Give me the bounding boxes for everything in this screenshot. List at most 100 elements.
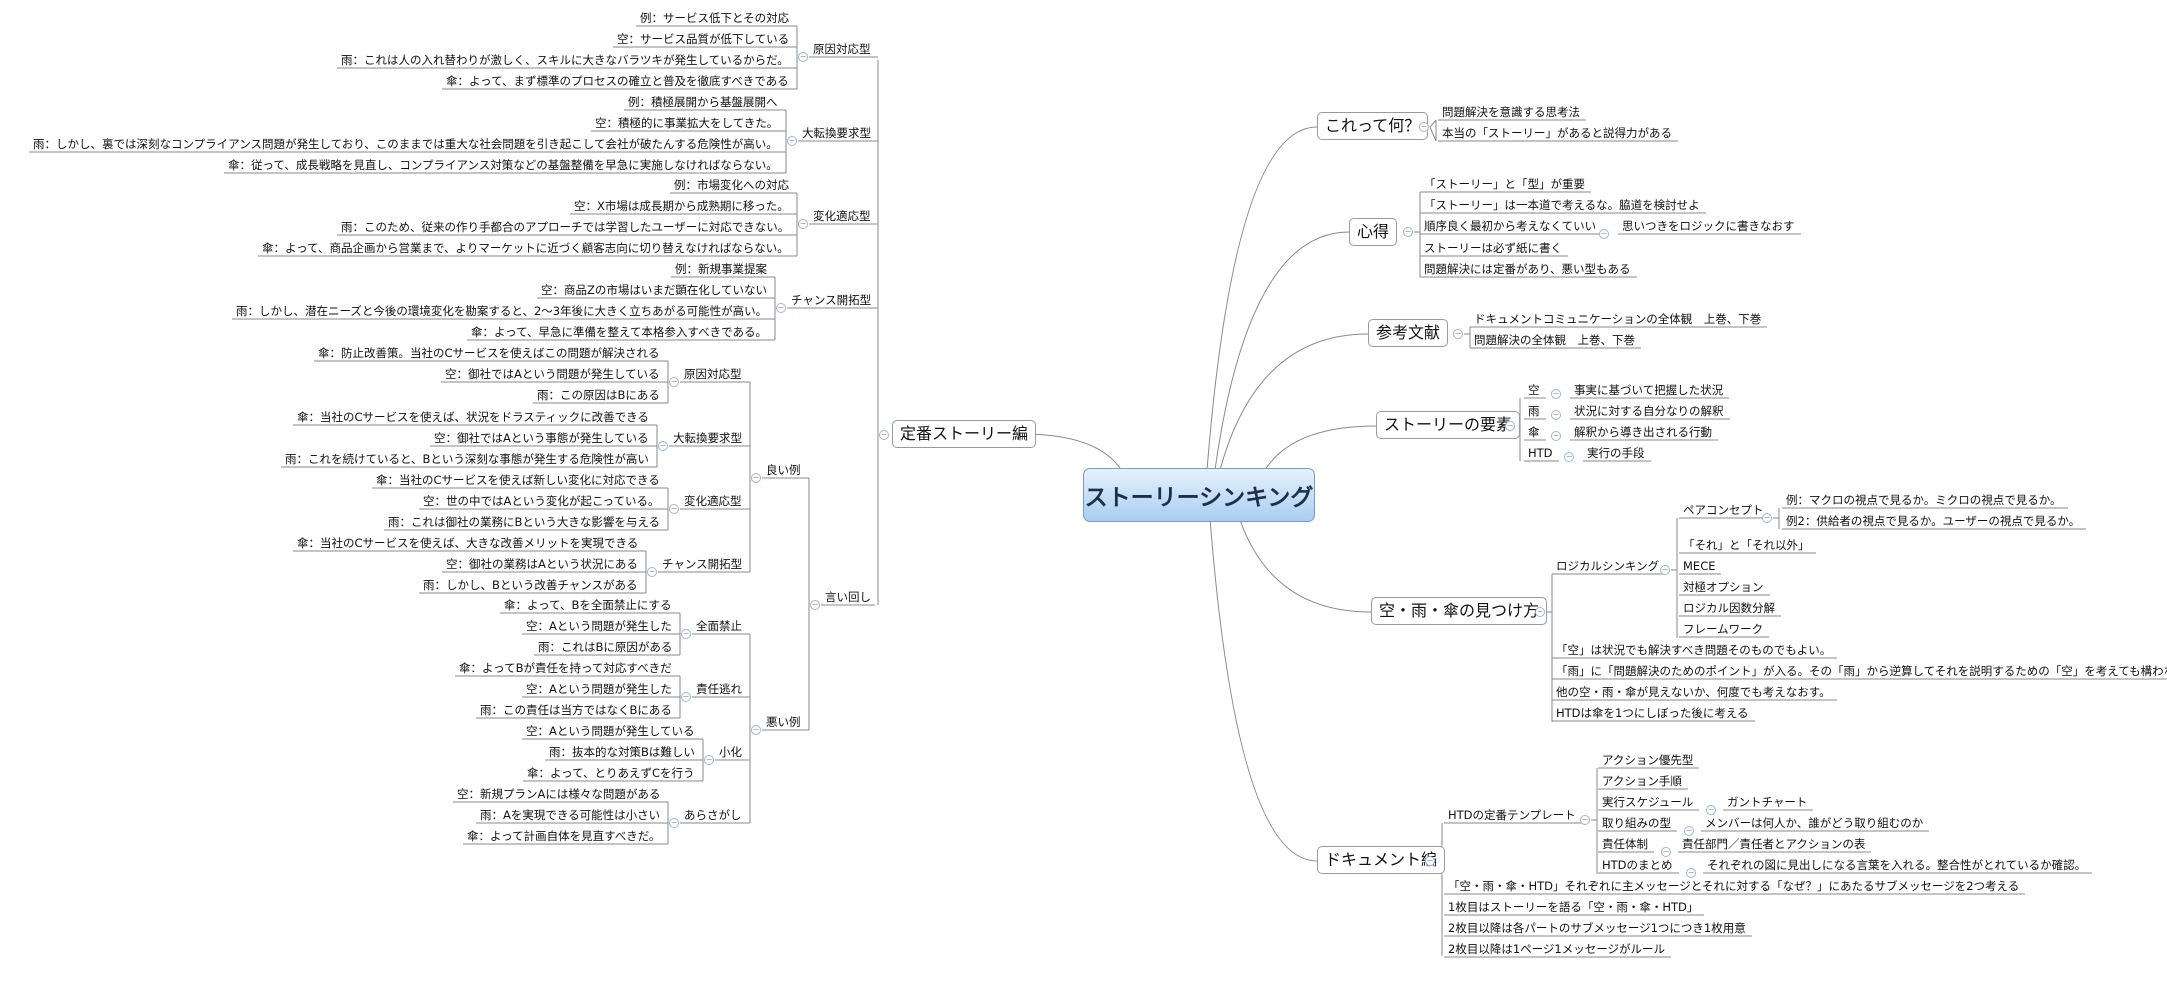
youso-value-0[interactable]: 事実に基づいて把握した状況 xyxy=(1574,383,1724,397)
teiban-type-1-item-2[interactable]: 雨：しかし、裏では深刻なコンプライアンス問題が発生しており、このままでは重大な社… xyxy=(33,137,778,151)
teiban-type-2-item-0[interactable]: 例：市場変化への対応 xyxy=(674,178,789,192)
teiban-type-0-item-0[interactable]: 例：サービス低下とその対応 xyxy=(640,11,790,25)
collapse-toggle-icon[interactable]: − xyxy=(1684,826,1694,836)
teiban-type-0-item-3[interactable]: 傘：よって、まず標準のプロセスの確立と普及を徹底すべきである xyxy=(446,74,789,88)
collapse-toggle-icon[interactable]: − xyxy=(681,692,691,702)
bad-group-0-item-1[interactable]: 空：Aという問題が発生した xyxy=(526,619,672,633)
bad-group-2-item-2[interactable]: 傘：よって、とりあえずCを行う xyxy=(527,766,695,780)
good-group-1-item-1[interactable]: 空：御社ではAという事態が発生している xyxy=(434,431,649,445)
good-group-1-item-0[interactable]: 傘：当社のCサービスを使えば、状況をドラスティックに改善できる xyxy=(297,410,649,424)
collapse-toggle-icon[interactable]: − xyxy=(1580,815,1590,825)
bad-group-0-item-2[interactable]: 雨：これはBに原因がある xyxy=(538,640,673,654)
logical-item-2[interactable]: 対極オプション xyxy=(1683,580,1764,594)
collapse-toggle-icon[interactable]: − xyxy=(751,473,761,483)
teiban-type-1-item-1[interactable]: 空：積極的に事業拡大をしてきた。 xyxy=(595,116,779,130)
htd-template[interactable]: HTDの定番テンプレート xyxy=(1448,808,1576,822)
youso-key-2[interactable]: 傘 xyxy=(1528,425,1540,439)
youso-value-1[interactable]: 状況に対する自分なりの解釈 xyxy=(1574,404,1724,418)
good-group-0[interactable]: 原因対応型 xyxy=(684,367,742,381)
youso-key-0[interactable]: 空 xyxy=(1528,383,1540,397)
mitsukekata-note-0[interactable]: 「空」は状況でも解決すべき問題そのものでもよい。 xyxy=(1556,643,1832,657)
leaf-korette-0[interactable]: 問題解決を意識する思考法 xyxy=(1442,105,1580,119)
good-group-1[interactable]: 大転換要求型 xyxy=(673,431,742,445)
collapse-toggle-icon[interactable]: − xyxy=(669,504,679,514)
document-note-0[interactable]: 「空・雨・傘・HTD」それぞれに主メッセージとそれに対する「なぜ？」にあたるサブ… xyxy=(1448,879,2020,893)
logical-item-3[interactable]: ロジカル因数分解 xyxy=(1683,601,1775,615)
teiban-type-0-item-1[interactable]: 空：サービス品質が低下している xyxy=(617,32,790,46)
bad-group-3-item-1[interactable]: 雨：Aを実現できる可能性は小さい xyxy=(480,808,661,822)
teiban-type-1[interactable]: 大転換要求型 xyxy=(802,126,871,140)
logical-thinking[interactable]: ロジカルシンキング xyxy=(1556,559,1660,573)
good-group-3[interactable]: チャンス開拓型 xyxy=(662,557,743,571)
bad-group-1-item-2[interactable]: 雨：この責任は当方ではなくBにある xyxy=(480,703,672,717)
teiban-type-3-item-0[interactable]: 例：新規事業提案 xyxy=(675,262,767,276)
collapse-toggle-icon[interactable]: − xyxy=(1505,421,1515,431)
template-item-3[interactable]: ガントチャート xyxy=(1727,795,1808,809)
collapse-toggle-icon[interactable]: − xyxy=(658,441,668,451)
template-item-9[interactable]: それぞれの図に見出しになる言葉を入れる。整合性がとれているか確認。 xyxy=(1707,858,2087,872)
bad-group-3-item-0[interactable]: 空：新規プランAには様々な問題がある xyxy=(457,787,661,801)
teiban-type-0[interactable]: 原因対応型 xyxy=(813,42,871,56)
bad-group-1[interactable]: 責任逃れ xyxy=(696,682,742,696)
collapse-toggle-icon[interactable]: − xyxy=(681,629,691,639)
leaf-kokoroe-1[interactable]: 「ストーリー」は一本道で考えるな。脇道を検討せよ xyxy=(1424,198,1700,212)
collapse-toggle-icon[interactable]: − xyxy=(1551,410,1561,420)
teiban-type-2[interactable]: 変化適応型 xyxy=(813,209,871,223)
leaf-sankou-0[interactable]: ドキュメントコミュニケーションの全体観 上巻、下巻 xyxy=(1474,312,1762,326)
collapse-toggle-icon[interactable]: − xyxy=(647,567,657,577)
template-item-7[interactable]: 責任部門／責任者とアクションの表 xyxy=(1682,837,1866,851)
template-item-0[interactable]: アクション優先型 xyxy=(1602,753,1694,767)
teiban-type-2-item-2[interactable]: 雨：このため、従来の作り手都合のアプローチでは学習したユーザーに対応できない。 xyxy=(341,220,790,234)
leaf-kokoroe-0[interactable]: 「ストーリー」と「型」が重要 xyxy=(1424,177,1585,191)
leaf-kokoroe-2[interactable]: 順序良く最初から考えなくていい xyxy=(1424,219,1597,233)
teiban-type-2-item-3[interactable]: 傘：よって、商品企画から営業まで、よりマーケットに近づく顧客志向に切り替えなけれ… xyxy=(262,241,789,255)
good-group-2-item-0[interactable]: 傘：当社のCサービスを使えば新しい変化に対応できる xyxy=(376,473,660,487)
leaf-kokoroe-5[interactable]: 問題解決には定番があり、悪い型もある xyxy=(1424,262,1631,276)
template-item-6[interactable]: 責任体制 xyxy=(1602,837,1648,851)
teiban-type-1-item-0[interactable]: 例：積極展開から基盤展開へ xyxy=(628,95,778,109)
mitsukekata-note-2[interactable]: 他の空・雨・傘が見えないか、何度でも考えなおす。 xyxy=(1556,685,1831,699)
bad-group-3-item-2[interactable]: 傘：よって計画自体を見直すべきだ。 xyxy=(467,829,661,843)
mitsukekata-note-1[interactable]: 「雨」に「問題解決のためのポイント」が入る。その「雨」から逆算してそれを説明する… xyxy=(1556,664,2167,678)
collapse-toggle-icon[interactable]: − xyxy=(1599,229,1609,239)
pair-concept[interactable]: ペアコンセプト xyxy=(1683,503,1764,517)
leaf-korette-1[interactable]: 本当の「ストーリー」があると説得力がある xyxy=(1442,126,1672,140)
collapse-toggle-icon[interactable]: − xyxy=(798,219,808,229)
branch-teiban[interactable]: 定番ストーリー編 xyxy=(892,420,1037,448)
teiban-type-0-item-2[interactable]: 雨：これは人の入れ替わりが激しく、スキルに大きなバラツキが発生しているからだ。 xyxy=(341,53,789,67)
collapse-toggle-icon[interactable]: − xyxy=(1551,431,1561,441)
collapse-toggle-icon[interactable]: − xyxy=(1535,607,1545,617)
good-group-3-item-2[interactable]: 雨：しかし、Bという改善チャンスがある xyxy=(423,578,638,592)
collapse-toggle-icon[interactable]: − xyxy=(751,725,761,735)
central-topic[interactable]: ストーリーシンキング xyxy=(1083,468,1315,522)
logical-item-4[interactable]: フレームワーク xyxy=(1683,622,1764,636)
teiban-type-3-item-3[interactable]: 傘：よって、早急に準備を整えて本格参入すべきである。 xyxy=(471,325,768,339)
collapse-toggle-icon[interactable]: − xyxy=(1403,227,1413,237)
leaf-kokoroe-4[interactable]: ストーリーは必ず紙に書く xyxy=(1424,241,1562,255)
collapse-toggle-icon[interactable]: − xyxy=(669,377,679,387)
good-group-3-item-1[interactable]: 空：御社の業務はAという状況にある xyxy=(446,557,638,571)
leaf-kokoroe-3[interactable]: 思いつきをロジックに書きなおす xyxy=(1622,219,1795,233)
teiban-type-2-item-1[interactable]: 空：X市場は成長期から成熟期に移った。 xyxy=(574,199,789,213)
bad-group-1-item-1[interactable]: 空：Aという問題が発生した xyxy=(526,682,672,696)
bad-example[interactable]: 悪い例 xyxy=(766,715,801,729)
teiban-type-3-item-2[interactable]: 雨：しかし、潜在ニーズと今後の環境変化を勘案すると、2～3年後に大きく立ちあがる… xyxy=(236,304,768,318)
teiban-type-3[interactable]: チャンス開拓型 xyxy=(791,293,872,307)
collapse-toggle-icon[interactable]: − xyxy=(1686,868,1696,878)
template-item-2[interactable]: 実行スケジュール xyxy=(1602,795,1694,809)
branch-mitsukekata[interactable]: 空・雨・傘の見つけ方 xyxy=(1371,597,1548,625)
collapse-toggle-icon[interactable]: − xyxy=(669,818,679,828)
template-item-4[interactable]: 取り組みの型 xyxy=(1602,816,1671,830)
collapse-toggle-icon[interactable]: − xyxy=(1564,452,1574,462)
document-note-1[interactable]: 1枚目はストーリーを語る「空・雨・傘・HTD」 xyxy=(1448,900,1699,914)
template-item-5[interactable]: メンバーは何人か、誰がどう取り組むのか xyxy=(1705,816,1924,830)
good-group-2-item-1[interactable]: 空：世の中ではAという変化が起こっている。 xyxy=(423,494,660,508)
good-group-3-item-0[interactable]: 傘：当社のCサービスを使えば、大きな改善メリットを実現できる xyxy=(297,536,639,550)
document-note-2[interactable]: 2枚目以降は各パートのサブメッセージ1つにつき1枚用意 xyxy=(1448,921,1746,935)
good-group-2[interactable]: 変化適応型 xyxy=(684,494,742,508)
branch-youso[interactable]: ストーリーの要素 xyxy=(1376,411,1521,439)
logical-item-0[interactable]: 「それ」と「それ以外」 xyxy=(1683,538,1810,552)
collapse-toggle-icon[interactable]: − xyxy=(1453,329,1463,339)
collapse-toggle-icon[interactable]: − xyxy=(1706,805,1716,815)
pair-item-0[interactable]: 例：マクロの視点で見るか。ミクロの視点で見るか。 xyxy=(1786,493,2062,507)
